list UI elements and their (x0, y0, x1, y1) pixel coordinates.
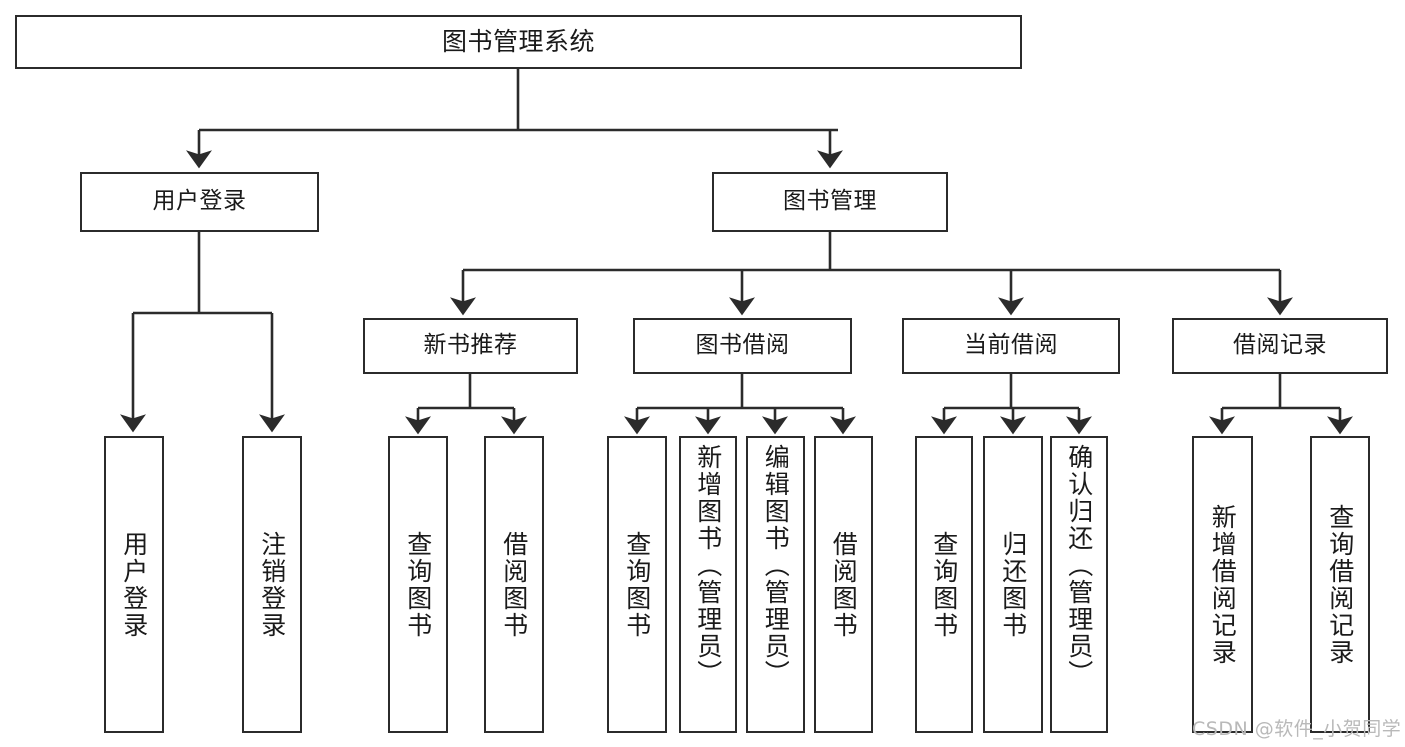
leaf-query-books-current[interactable]: 查询图书 (915, 436, 973, 733)
leaf-return-books[interactable]: 归还图书 (983, 436, 1043, 733)
leaf-confirm-return-admin[interactable]: 确认归还（管理员） (1050, 436, 1108, 733)
node-new-book-recommend[interactable]: 新书推荐 (363, 318, 578, 374)
leaf-add-book-admin[interactable]: 新增图书（管理员） (679, 436, 737, 733)
node-book-borrow[interactable]: 图书借阅 (633, 318, 852, 374)
leaf-borrow-books[interactable]: 借阅图书 (814, 436, 873, 733)
leaf-query-books-recommend[interactable]: 查询图书 (388, 436, 448, 733)
csdn-watermark: CSDN @软件_小贺同学 (1192, 718, 1402, 740)
node-borrow-records[interactable]: 借阅记录 (1172, 318, 1388, 374)
leaf-edit-book-admin[interactable]: 编辑图书（管理员） (746, 436, 805, 733)
leaf-query-books-borrow[interactable]: 查询图书 (607, 436, 667, 733)
leaf-query-borrow-record[interactable]: 查询借阅记录 (1310, 436, 1370, 733)
leaf-borrow-books-recommend[interactable]: 借阅图书 (484, 436, 544, 733)
leaf-logout[interactable]: 注销登录 (242, 436, 302, 733)
leaf-user-login[interactable]: 用户登录 (104, 436, 164, 733)
node-book-management[interactable]: 图书管理 (712, 172, 948, 232)
node-root-system[interactable]: 图书管理系统 (15, 15, 1022, 69)
node-user-login[interactable]: 用户登录 (80, 172, 319, 232)
leaf-add-borrow-record[interactable]: 新增借阅记录 (1192, 436, 1253, 733)
node-current-borrow[interactable]: 当前借阅 (902, 318, 1120, 374)
